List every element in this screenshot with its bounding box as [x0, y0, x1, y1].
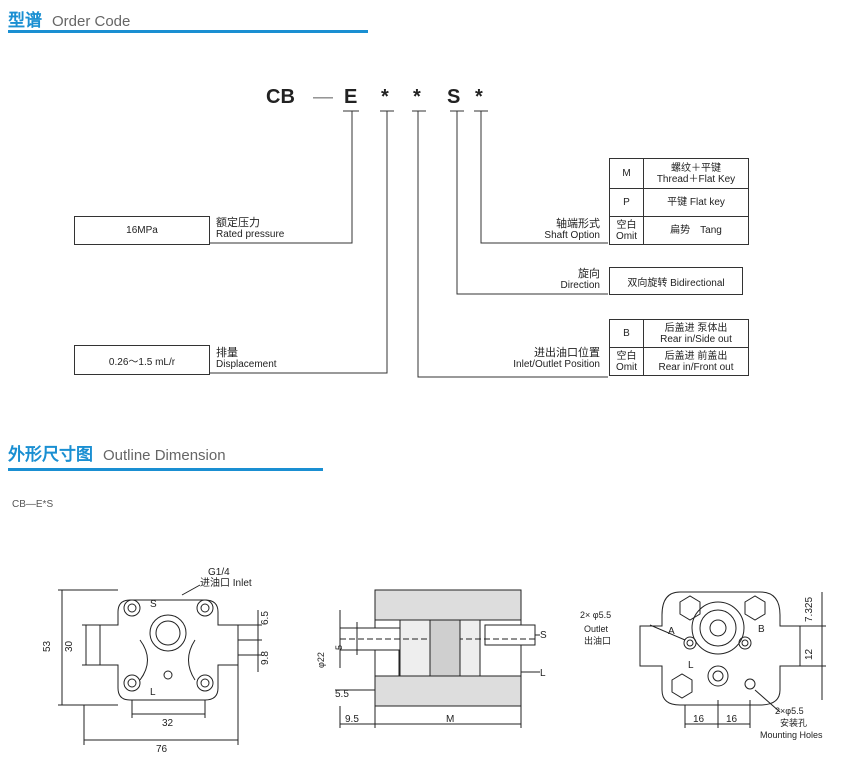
dim-9-8: 9.8 — [260, 651, 271, 665]
port-inlet-text: 进油口 Inlet — [200, 576, 252, 589]
displacement-label-cn: 排量 — [216, 347, 238, 359]
pressure-value: 16MPa — [126, 225, 158, 236]
port-desc: 后盖进 泵体出 Rear in/Side out — [643, 319, 749, 348]
front-l-label: L — [150, 687, 156, 698]
shaft-code: 空白 Omit — [609, 216, 644, 245]
dim-phi22: φ22 — [316, 652, 326, 668]
mount-en: Mounting Holes — [760, 730, 823, 740]
outline-title-cn: 外形尺寸图 — [8, 445, 93, 464]
outline-heading: 外形尺寸图 Outline Dimension — [8, 440, 226, 465]
dim-76: 76 — [156, 744, 168, 755]
shaft-table: M 螺纹＋平键 Thread＋Flat Key P 平键 Flat key 空白… — [609, 158, 749, 245]
mount-cn: 安装孔 — [780, 717, 807, 728]
direction-value: 双向旋转 Bidirectional — [627, 277, 725, 289]
dim-7-325: 7.325 — [804, 597, 815, 622]
dim-53: 53 — [42, 640, 53, 652]
code-e: E — [344, 86, 358, 108]
code-s: S — [447, 86, 461, 108]
shaft-code-cn: 空白 — [616, 219, 637, 231]
dim-6-5: 6.5 — [260, 611, 271, 625]
pressure-label: 额定压力 Rated pressure — [216, 217, 284, 241]
direction-label: 旋向 Direction — [528, 268, 600, 292]
displacement-value: 0.26～1.5 mL/r — [108, 356, 176, 368]
rear-view — [639, 591, 826, 728]
dim-5-5: 5.5 — [335, 689, 349, 700]
dim-30: 30 — [64, 640, 75, 652]
pressure-box: 16MPa — [74, 216, 210, 245]
port-desc-en: Rear in/Front out — [658, 361, 734, 373]
port-code: 空白 Omit — [609, 347, 644, 376]
shaft-row-m: M 螺纹＋平键 Thread＋Flat Key — [609, 158, 749, 189]
dim-5: 5 — [334, 645, 344, 650]
port-desc: 后盖进 前盖出 Rear in/Front out — [643, 347, 749, 376]
shaft-label-en: Shaft Option — [544, 230, 600, 241]
code-star-2: * — [413, 86, 421, 108]
mount-dim: 2×φ5.5 — [775, 706, 804, 716]
code-star-3: * — [475, 86, 483, 108]
dim-12: 12 — [804, 648, 815, 660]
port-label-cn: 进出油口位置 — [534, 347, 600, 359]
shaft-desc: 螺纹＋平键 Thread＋Flat Key — [643, 158, 749, 189]
outlet-cn: 出油口 — [584, 635, 611, 646]
front-s-label: S — [150, 599, 157, 610]
order-code-rule — [8, 30, 368, 33]
port-row-b: B 后盖进 泵体出 Rear in/Side out — [609, 319, 749, 348]
port-desc-cn: 后盖进 前盖出 — [664, 350, 728, 362]
port-code-cn: 空白 — [616, 350, 637, 362]
displacement-label-en: Displacement — [216, 359, 277, 370]
dim-16-right: 16 — [726, 714, 738, 725]
dim-9-5: 9.5 — [345, 714, 359, 725]
dim-16-left: 16 — [693, 714, 705, 725]
model-label: CB—E*S — [12, 499, 54, 510]
displacement-box: 0.26～1.5 mL/r — [74, 345, 210, 375]
outline-rule — [8, 468, 323, 471]
port-desc-en: Rear in/Side out — [660, 333, 732, 345]
displacement-label: 排量 Displacement — [216, 347, 277, 371]
shaft-row-omit: 空白 Omit 扁势 Tang — [609, 216, 749, 245]
order-code-title-en: Order Code — [52, 13, 131, 30]
outlet-en: Outlet — [584, 624, 609, 634]
front-view — [58, 584, 262, 745]
order-code-heading: 型谱 Order Code — [8, 6, 130, 31]
port-code: B — [609, 319, 644, 348]
shaft-desc-cn: 螺纹＋平键 — [671, 162, 721, 174]
shaft-desc: 扁势 Tang — [643, 216, 749, 245]
pressure-label-en: Rated pressure — [216, 229, 285, 240]
shaft-code-en: Omit — [615, 230, 638, 242]
code-dash: — — [313, 86, 333, 108]
direction-box: 双向旋转 Bidirectional — [609, 267, 743, 295]
direction-label-en: Direction — [560, 280, 600, 291]
rear-l-label: L — [688, 660, 694, 671]
dim-32: 32 — [162, 718, 174, 729]
shaft-row-p: P 平键 Flat key — [609, 188, 749, 217]
port-row-omit: 空白 Omit 后盖进 前盖出 Rear in/Front out — [609, 347, 749, 376]
rear-b-label: B — [758, 624, 765, 635]
outlet-dim: 2× φ5.5 — [580, 610, 611, 620]
section-view — [335, 589, 540, 728]
section-l-label: L — [540, 668, 546, 679]
code-cb: CB — [266, 86, 295, 108]
code-star-1: * — [381, 86, 389, 108]
port-label: 进出油口位置 Inlet/Outlet Position — [488, 347, 600, 371]
shaft-label-cn: 轴端形式 — [556, 218, 600, 230]
shaft-desc-en: Thread＋Flat Key — [656, 173, 736, 185]
port-code-en: Omit — [615, 361, 638, 373]
direction-label-cn: 旋向 — [578, 268, 600, 280]
outline-title-en: Outline Dimension — [103, 447, 226, 464]
port-label-en: Inlet/Outlet Position — [513, 359, 600, 370]
dim-m: M — [446, 714, 454, 725]
port-size-text: G1/4 — [208, 567, 230, 578]
port-table: B 后盖进 泵体出 Rear in/Side out 空白 Omit 后盖进 前… — [609, 319, 749, 376]
shaft-label: 轴端形式 Shaft Option — [528, 218, 600, 242]
order-code-title-cn: 型谱 — [8, 11, 42, 30]
pressure-label-cn: 额定压力 — [216, 217, 260, 229]
section-s-label: S — [540, 630, 547, 641]
port-desc-cn: 后盖进 泵体出 — [664, 322, 728, 334]
shaft-code: P — [609, 188, 644, 217]
shaft-desc: 平键 Flat key — [643, 188, 749, 217]
rear-a-label: A — [668, 626, 675, 637]
